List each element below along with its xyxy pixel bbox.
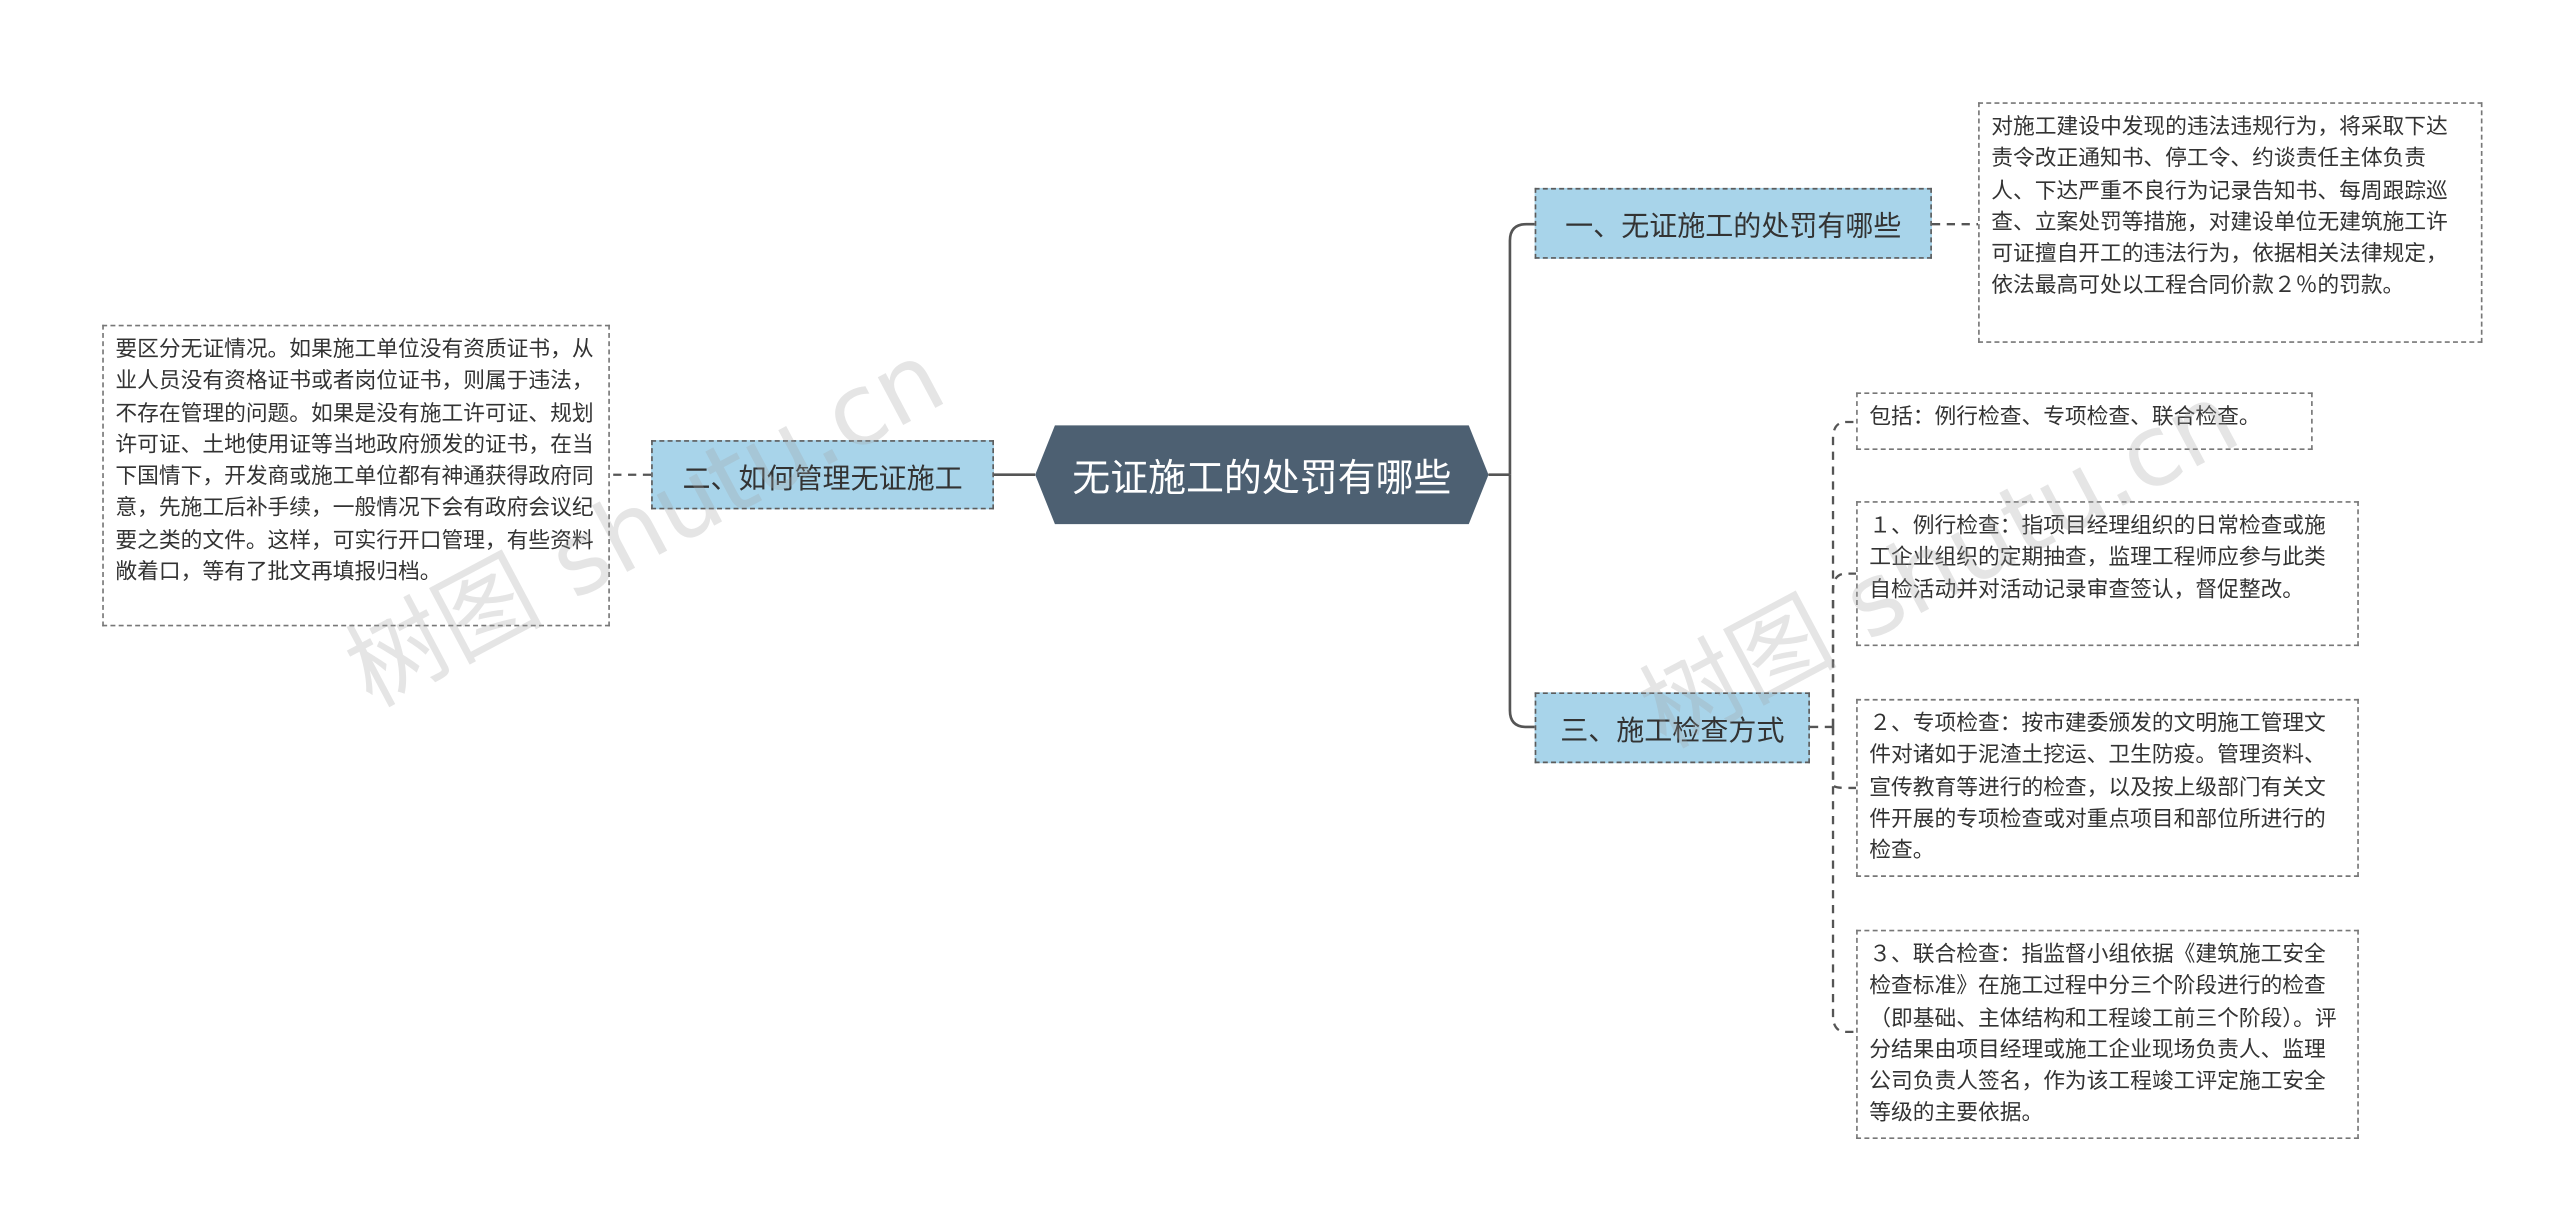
detail-text: 要区分无证情况。如果施工单位没有资质证书，从业人员没有资格证书或者岗位证书，则属…	[115, 337, 594, 586]
branch-penalties[interactable]: 一、无证施工的处罚有哪些	[1534, 187, 1932, 259]
detail-routine-inspection[interactable]: １、例行检查：指项目经理组织的日常检查或施工企业组织的定期抽查，监理工程师应参与…	[1856, 501, 2359, 647]
detail-text: 对施工建设中发现的违法违规行为，将采取下达责令改正通知书、停工令、约谈责任主体负…	[1991, 115, 2448, 300]
detail-text: ３、联合检查：指监督小组依据《建筑施工安全检查标准》在施工过程中分三个阶段进行的…	[1869, 942, 2337, 1127]
branch-label: 一、无证施工的处罚有哪些	[1565, 210, 1902, 244]
root-topic-shape	[1035, 425, 1489, 525]
branch-manage-unlicensed[interactable]: 二、如何管理无证施工	[651, 440, 994, 510]
detail-joint-inspection[interactable]: ３、联合检查：指监督小组依据《建筑施工安全检查标准》在施工过程中分三个阶段进行的…	[1856, 929, 2359, 1140]
root-title: 无证施工的处罚有哪些	[1072, 458, 1452, 502]
detail-text: ２、专项检查：按市建委颁发的文明施工管理文件对诸如于泥渣土挖运、卫生防疫。管理资…	[1869, 712, 2326, 865]
detail-inspection-types[interactable]: 包括：例行检查、专项检查、联合检查。	[1856, 392, 2313, 451]
branch-label: 三、施工检查方式	[1560, 715, 1785, 749]
detail-text: 包括：例行检查、专项检查、联合检查。	[1869, 405, 2261, 431]
root-topic[interactable]: 无证施工的处罚有哪些	[1035, 425, 1489, 525]
detail-text: １、例行检查：指项目经理组织的日常检查或施工企业组织的定期抽查，监理工程师应参与…	[1869, 514, 2326, 603]
detail-special-inspection[interactable]: ２、专项检查：按市建委颁发的文明施工管理文件对诸如于泥渣土挖运、卫生防疫。管理资…	[1856, 698, 2359, 877]
branch-inspection-methods[interactable]: 三、施工检查方式	[1534, 692, 1810, 764]
detail-penalties[interactable]: 对施工建设中发现的违法违规行为，将采取下达责令改正通知书、停工令、约谈责任主体负…	[1978, 102, 2483, 343]
branch-label: 二、如何管理无证施工	[682, 462, 963, 496]
detail-manage-unlicensed[interactable]: 要区分无证情况。如果施工单位没有资质证书，从业人员没有资格证书或者岗位证书，则属…	[102, 324, 610, 627]
